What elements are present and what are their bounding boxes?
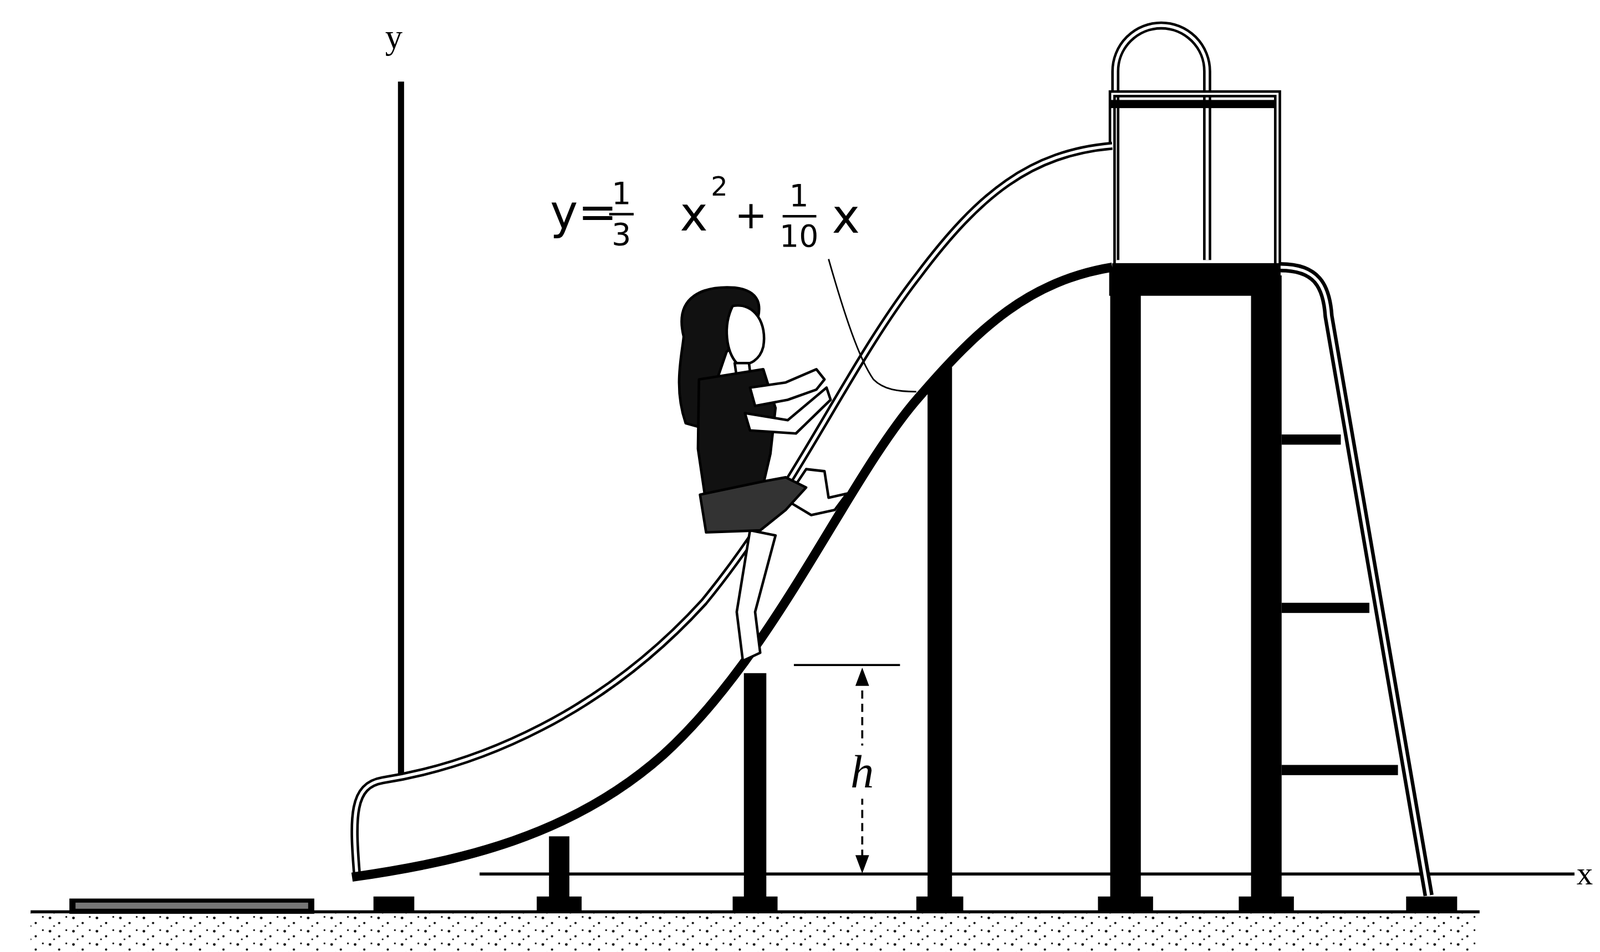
ladder [1281,434,1342,445]
ladder [1280,267,1429,896]
axes [398,81,405,868]
equation-text: 1 [789,180,809,212]
leader-line [828,259,917,392]
fraction-bar [782,215,817,218]
ground [69,899,315,915]
tower [1251,275,1282,904]
support-legs [732,897,778,912]
ground [75,903,309,910]
girl-figure [726,305,764,365]
support-legs [744,673,767,904]
fraction-bar [609,214,817,217]
support-legs [373,897,415,912]
slide-chute [354,145,1113,878]
tower [1115,25,1208,261]
ladder [1281,765,1399,776]
equation-text: x [832,192,860,241]
equation-text: 3 [611,219,631,251]
equation-text: 1 [611,178,631,210]
axis-label: x [1576,857,1593,890]
equation-text: x [680,190,708,238]
girl-figure [736,530,776,662]
ladder [1280,267,1457,911]
tower [1097,25,1294,912]
slide-chute [354,145,1113,878]
slide-chute [352,267,1113,878]
slide-chute [352,145,1113,878]
girl-figure [745,387,832,434]
equation-text: y= [549,189,618,237]
tower [1115,25,1208,261]
tower [1110,99,1276,109]
axis-label: y [385,19,403,55]
support-legs [536,897,582,912]
support-legs [548,836,570,904]
support-legs [916,897,964,912]
tower [1238,897,1294,912]
height-dimension [793,665,900,873]
tower [1112,93,1278,268]
height-dimension [855,855,869,873]
equation-text: 10 [779,221,819,252]
tower [1097,897,1153,912]
girl-figure [679,287,848,662]
equation-text: 2 [710,173,728,201]
girl-figure [700,477,807,533]
support-legs [927,367,952,904]
tower [1112,93,1278,268]
tower [1110,275,1141,904]
ground [30,913,1480,952]
height-dimension [855,669,869,686]
equation-text: + [734,195,768,235]
ladder [1281,603,1370,614]
height-dimension [793,664,900,667]
slide-chute [352,145,1113,878]
dimension-label: h [846,745,879,799]
axes [479,873,1575,877]
ladder [1280,267,1429,896]
ladder [1405,897,1457,912]
